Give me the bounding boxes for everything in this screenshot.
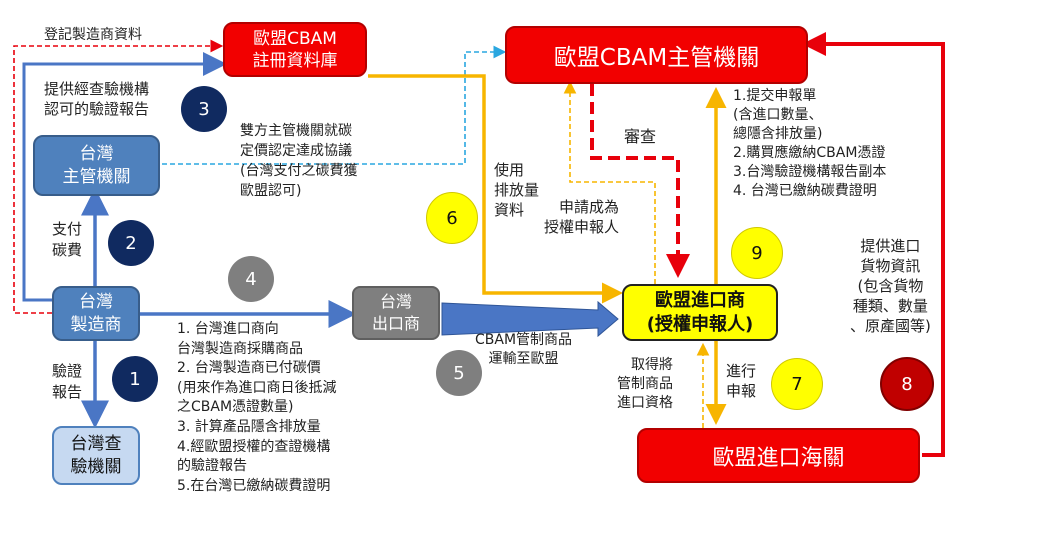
label-provide-goods-info: 提供進口 貨物資訊 (包含貨物 種類、數量 、原產國等) <box>850 237 931 335</box>
tw-authority-node: 台灣 主管機關 <box>33 135 160 196</box>
arrow-provide-report <box>22 52 227 302</box>
eu-importer-node: 歐盟進口商 (授權申報人) <box>622 284 778 341</box>
step-4-badge: 4 <box>228 256 274 302</box>
arrow-provide-goods-info <box>802 32 945 457</box>
tw-verifier-node: 台灣查 驗機關 <box>52 426 140 485</box>
arrow-apply-declarant <box>563 80 656 284</box>
label-register-manufacturer: 登記製造商資料 <box>44 27 142 43</box>
step-7-badge: 7 <box>771 358 823 410</box>
arrow-review <box>590 84 690 278</box>
eu-cbam-registry-node: 歐盟CBAM 註冊資料庫 <box>223 22 367 77</box>
arrow-register-manufacturer <box>13 39 224 314</box>
label-use-emission: 使用 排放量 資料 <box>494 161 540 219</box>
step-5-badge: 5 <box>436 350 482 396</box>
step-8-badge: 8 <box>880 357 934 411</box>
step-9-badge: 9 <box>731 227 783 279</box>
label-authority-agreement: 雙方主管機關就碳 定價認定達成協議 (台灣支付之碳費獲 歐盟認可) <box>240 123 358 199</box>
step-2-badge: 2 <box>108 220 154 266</box>
arrow-transport-block <box>441 300 619 338</box>
label-obtain-qualification: 取得將 管制商品 進口資格 <box>617 357 673 411</box>
step-1-badge: 1 <box>112 356 158 402</box>
step-6-badge: 6 <box>426 192 478 244</box>
arrow-use-emission <box>368 74 623 304</box>
eu-cbam-authority-node: 歐盟CBAM主管機關 <box>505 26 808 84</box>
step-3-badge: 3 <box>181 86 227 132</box>
label-review: 審查 <box>624 127 657 146</box>
label-verify-report: 驗證 報告 <box>52 362 83 401</box>
label-submit-list: 1.提交申報單 (含進口數量、 總隱含排放量) 2.購買應繳納CBAM憑證 3.… <box>733 88 887 199</box>
eu-customs-node: 歐盟進口海關 <box>637 428 920 483</box>
label-transport: CBAM管制商品 運輸至歐盟 <box>475 332 573 367</box>
label-declare: 進行 申報 <box>726 362 757 400</box>
tw-manufacturer-node: 台灣 製造商 <box>52 286 140 341</box>
tw-exporter-node: 台灣 出口商 <box>352 286 440 340</box>
label-apply-declarant: 申請成為 授權申報人 <box>544 198 620 236</box>
arrow-authority-agreement <box>162 45 507 165</box>
label-provide-report: 提供經查驗機構 認可的驗證報告 <box>44 80 150 118</box>
label-pay-fee: 支付 碳費 <box>52 220 83 259</box>
label-purchase-list: 1. 台灣進口商向 台灣製造商採購商品 2. 台灣製造商已付碳價 (用來作為進口… <box>177 321 337 494</box>
